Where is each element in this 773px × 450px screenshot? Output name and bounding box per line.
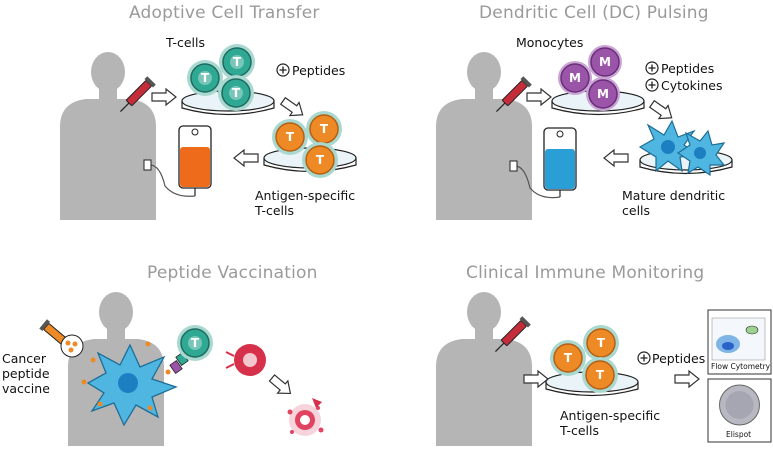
result-label: Antigen-specific <box>560 408 661 423</box>
human-silhouette <box>436 52 532 220</box>
monocyte-3: M <box>585 76 621 112</box>
peptide-bubble <box>60 334 84 358</box>
vaccine-label: peptide <box>2 366 50 381</box>
svg-text:T: T <box>286 130 295 144</box>
vaccine-label: vaccine <box>2 381 50 396</box>
receptor-link <box>169 352 189 374</box>
arrow-icon <box>674 370 700 388</box>
svg-text:T: T <box>597 336 606 350</box>
elispot-label: Elispot <box>726 430 752 439</box>
activated-tcell-3: T <box>301 141 339 179</box>
panel-cim: T T T <box>436 292 772 450</box>
activated-tcell-2: T <box>305 110 343 148</box>
panel-title: Clinical Immune Monitoring <box>466 263 705 283</box>
plus-icon <box>276 63 290 77</box>
dendritic-cell-1 <box>638 119 700 173</box>
arrow-icon <box>526 88 552 106</box>
activated-tcell-3: T <box>581 356 619 394</box>
result-label: cells <box>622 203 651 218</box>
arrow-icon <box>603 149 629 167</box>
plus-icon <box>645 78 659 92</box>
plus-icon <box>645 61 659 75</box>
svg-text:T: T <box>564 351 573 365</box>
arrow-icon <box>266 371 297 401</box>
additive-label: Peptides <box>652 351 706 366</box>
panel-vacc: T <box>39 292 324 450</box>
tcell-3: T <box>217 74 255 112</box>
panel-act: T T T T T T <box>60 43 357 220</box>
additive-label: Peptides <box>661 61 715 76</box>
svg-text:M: M <box>597 87 609 101</box>
arrow-icon <box>233 149 259 167</box>
svg-text:T: T <box>201 71 210 85</box>
flow-cytometry-label: Flow Cytometry <box>711 362 771 371</box>
arrow-icon <box>151 88 177 106</box>
svg-text:T: T <box>233 55 242 69</box>
svg-text:T: T <box>320 122 329 136</box>
svg-text:T: T <box>596 368 605 382</box>
activated-tcell-1: T <box>549 339 587 377</box>
elispot-panel <box>707 378 772 443</box>
vaccine-label: Cancer <box>2 351 47 366</box>
result-label: Antigen-specific <box>255 188 356 203</box>
dendritic-cell <box>86 343 178 427</box>
svg-text:M: M <box>569 71 581 85</box>
blood-bag <box>143 125 212 197</box>
monocyte-2: M <box>587 44 623 80</box>
additive-label: Peptides <box>292 63 346 78</box>
svg-text:T: T <box>191 336 200 350</box>
result-label: T-cells <box>255 203 295 218</box>
tcell-1: T <box>186 59 224 97</box>
svg-text:T: T <box>316 153 325 167</box>
panel-dc: M M M <box>436 44 733 220</box>
panel-title: Dendritic Cell (DC) Pulsing <box>479 3 709 23</box>
tcell: T <box>176 324 214 362</box>
panel-title: Peptide Vaccination <box>147 263 318 283</box>
additive-label: Cytokines <box>661 78 723 93</box>
peptide-dots <box>81 341 171 411</box>
flow-cytometry-panel <box>707 309 772 375</box>
tumor-cell <box>225 344 266 376</box>
monocyte-1: M <box>557 60 593 96</box>
result-label: Mature dendritic <box>622 188 726 203</box>
human-silhouette <box>436 292 532 450</box>
blood-bag <box>509 127 577 199</box>
dendritic-cell-2 <box>676 129 726 177</box>
tcell-2: T <box>218 43 256 81</box>
svg-text:T: T <box>232 86 241 100</box>
plus-icon <box>637 351 651 365</box>
activated-tcell-1: T <box>271 118 309 156</box>
cells-label: T-cells <box>166 35 206 50</box>
activated-tcell-2: T <box>582 324 620 362</box>
result-label: T-cells <box>560 423 600 438</box>
human-silhouette <box>60 52 156 220</box>
cells-label: Monocytes <box>516 35 584 50</box>
dying-tumor-cell <box>287 398 324 436</box>
panel-title: Adoptive Cell Transfer <box>129 3 320 23</box>
svg-text:M: M <box>599 55 611 69</box>
arrow-icon <box>277 93 308 122</box>
